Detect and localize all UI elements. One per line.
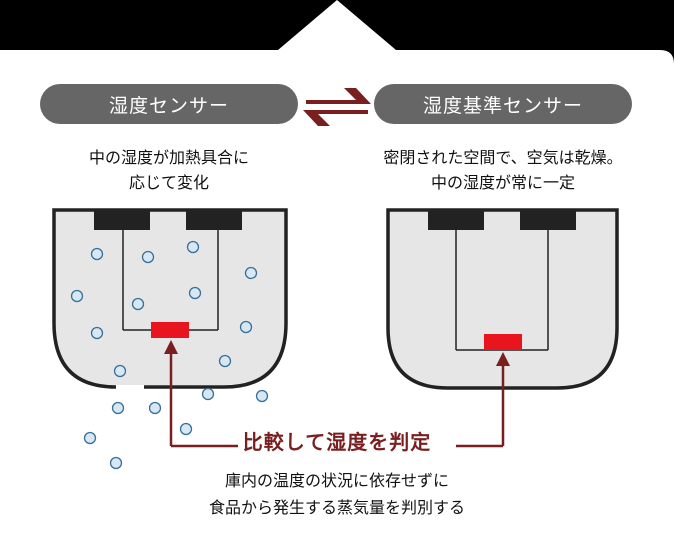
comparison-connector: [164, 340, 510, 448]
note-line: 庫内の温度の状況に依存せずに: [224, 471, 449, 490]
vapor-bubble: [244, 266, 258, 280]
heater-block-left-1: [94, 210, 150, 230]
vapor-bubble: [70, 289, 84, 303]
vapor-bubble: [83, 431, 97, 445]
vapor-bubble: [201, 387, 215, 401]
description-line: 中の湿度が常に一定: [430, 173, 575, 192]
vapor-bubble: [111, 401, 125, 415]
heater-block-right-1: [428, 210, 484, 230]
description-line: 中の湿度が加熱具合に: [88, 148, 249, 167]
vapor-bubble: [218, 354, 232, 368]
humidity-sensor-label: 湿度センサー: [40, 84, 298, 124]
bidirectional-arrows-icon: [303, 88, 371, 126]
sensor-element-right: [484, 334, 522, 350]
note-line: 食品から発生する蒸気量を判別する: [208, 498, 465, 517]
vapor-bubble: [239, 320, 253, 334]
reference-sensor-description: 密閉された空間で、空気は乾燥。 中の湿度が常に一定: [344, 145, 662, 195]
comparison-result-label: 比較して湿度を判定: [242, 430, 432, 454]
vapor-bubble: [148, 401, 162, 415]
humidity-sensor-chamber: [52, 208, 288, 389]
sensor-element-left: [151, 322, 189, 338]
description-line: 応じて変化: [128, 173, 209, 192]
vapor-bubble: [179, 422, 193, 436]
description-line: 密閉された空間で、空気は乾燥。: [383, 148, 623, 167]
vapor-bubble: [186, 240, 200, 254]
chamber-body-right: [386, 208, 619, 390]
vapor-bubble: [141, 250, 155, 264]
chamber-wall-left: [52, 208, 288, 389]
heater-block-left-2: [186, 210, 242, 230]
vapor-bubble: [113, 364, 127, 378]
vapor-bubble: [90, 247, 104, 261]
explanation-note: 庫内の温度の状況に依存せずに 食品から発生する蒸気量を判別する: [0, 467, 674, 521]
reference-sensor-chamber: [386, 208, 619, 390]
chamber-body-left: [54, 210, 286, 385]
vapor-bubble: [90, 326, 104, 340]
vapor-bubbles: [70, 240, 269, 470]
heater-block-right-2: [520, 210, 576, 230]
vapor-bubble: [255, 389, 269, 403]
humidity-sensor-description: 中の湿度が加熱具合に 応じて変化: [40, 145, 298, 195]
vapor-bubble: [188, 286, 202, 300]
vapor-bubble: [131, 297, 145, 311]
vapor-bubble: [109, 456, 123, 470]
reference-sensor-label: 湿度基準センサー: [374, 84, 632, 124]
